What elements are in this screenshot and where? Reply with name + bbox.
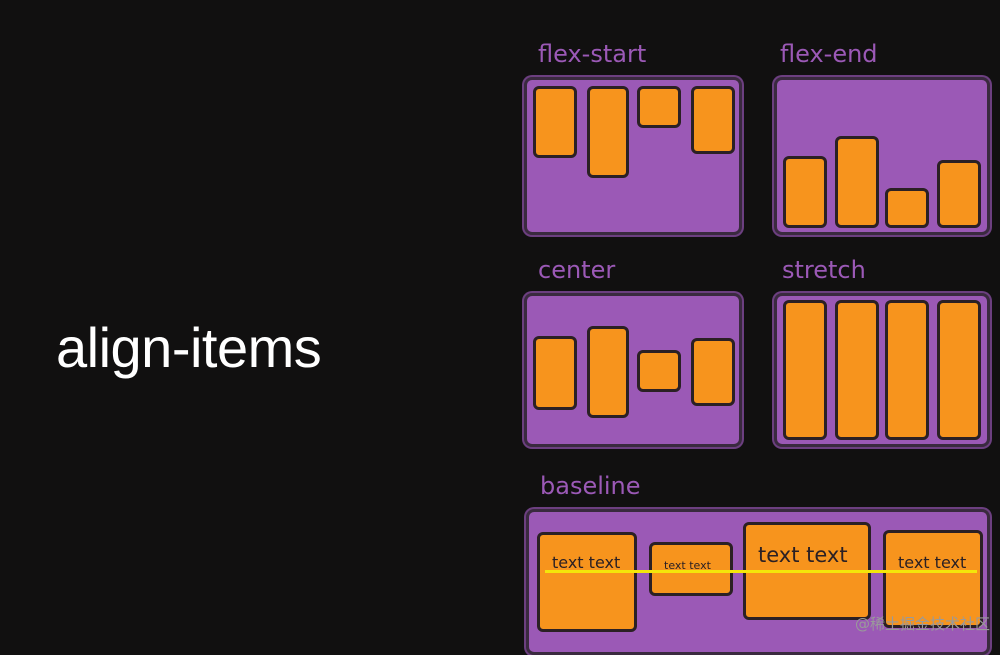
- baseline-item-4-text: text text: [898, 553, 967, 572]
- stretch-item-1: [783, 300, 827, 440]
- page-title: align-items: [56, 316, 322, 379]
- baseline-item-2: text text: [649, 542, 733, 596]
- center-item-2: [587, 326, 629, 418]
- flex-start-item-3: [637, 86, 681, 128]
- flex-start-item-2: [587, 86, 629, 178]
- flex-end-item-2: [835, 136, 879, 228]
- flex-end-item-3: [885, 188, 929, 228]
- stretch-item-2: [835, 300, 879, 440]
- baseline-panel: text text text text text text text text: [526, 509, 990, 655]
- center-label: center: [538, 256, 616, 284]
- flex-start-panel: [524, 77, 742, 235]
- flex-end-item-4: [937, 160, 981, 228]
- baseline-item-1: text text: [537, 532, 637, 632]
- watermark: @稀土掘金技术社区: [854, 615, 990, 633]
- flex-end-item-1: [783, 156, 827, 228]
- center-item-4: [691, 338, 735, 406]
- flex-end-label: flex-end: [780, 40, 878, 68]
- flex-start-item-1: [533, 86, 577, 158]
- flex-start-label: flex-start: [538, 40, 647, 68]
- stretch-panel: [774, 293, 990, 447]
- baseline-item-4: text text: [883, 530, 983, 628]
- stretch-item-4: [937, 300, 981, 440]
- baseline-item-1-text: text text: [552, 553, 621, 572]
- stretch-label: stretch: [782, 256, 866, 284]
- center-panel: [524, 293, 742, 447]
- center-item-1: [533, 336, 577, 410]
- baseline-item-2-text: text text: [664, 559, 711, 572]
- baseline-item-3-text: text text: [758, 543, 848, 567]
- baseline-label: baseline: [540, 472, 641, 500]
- center-item-3: [637, 350, 681, 392]
- flex-start-item-4: [691, 86, 735, 154]
- stretch-item-3: [885, 300, 929, 440]
- baseline-guide-line: [545, 570, 977, 573]
- flex-end-panel: [774, 77, 990, 235]
